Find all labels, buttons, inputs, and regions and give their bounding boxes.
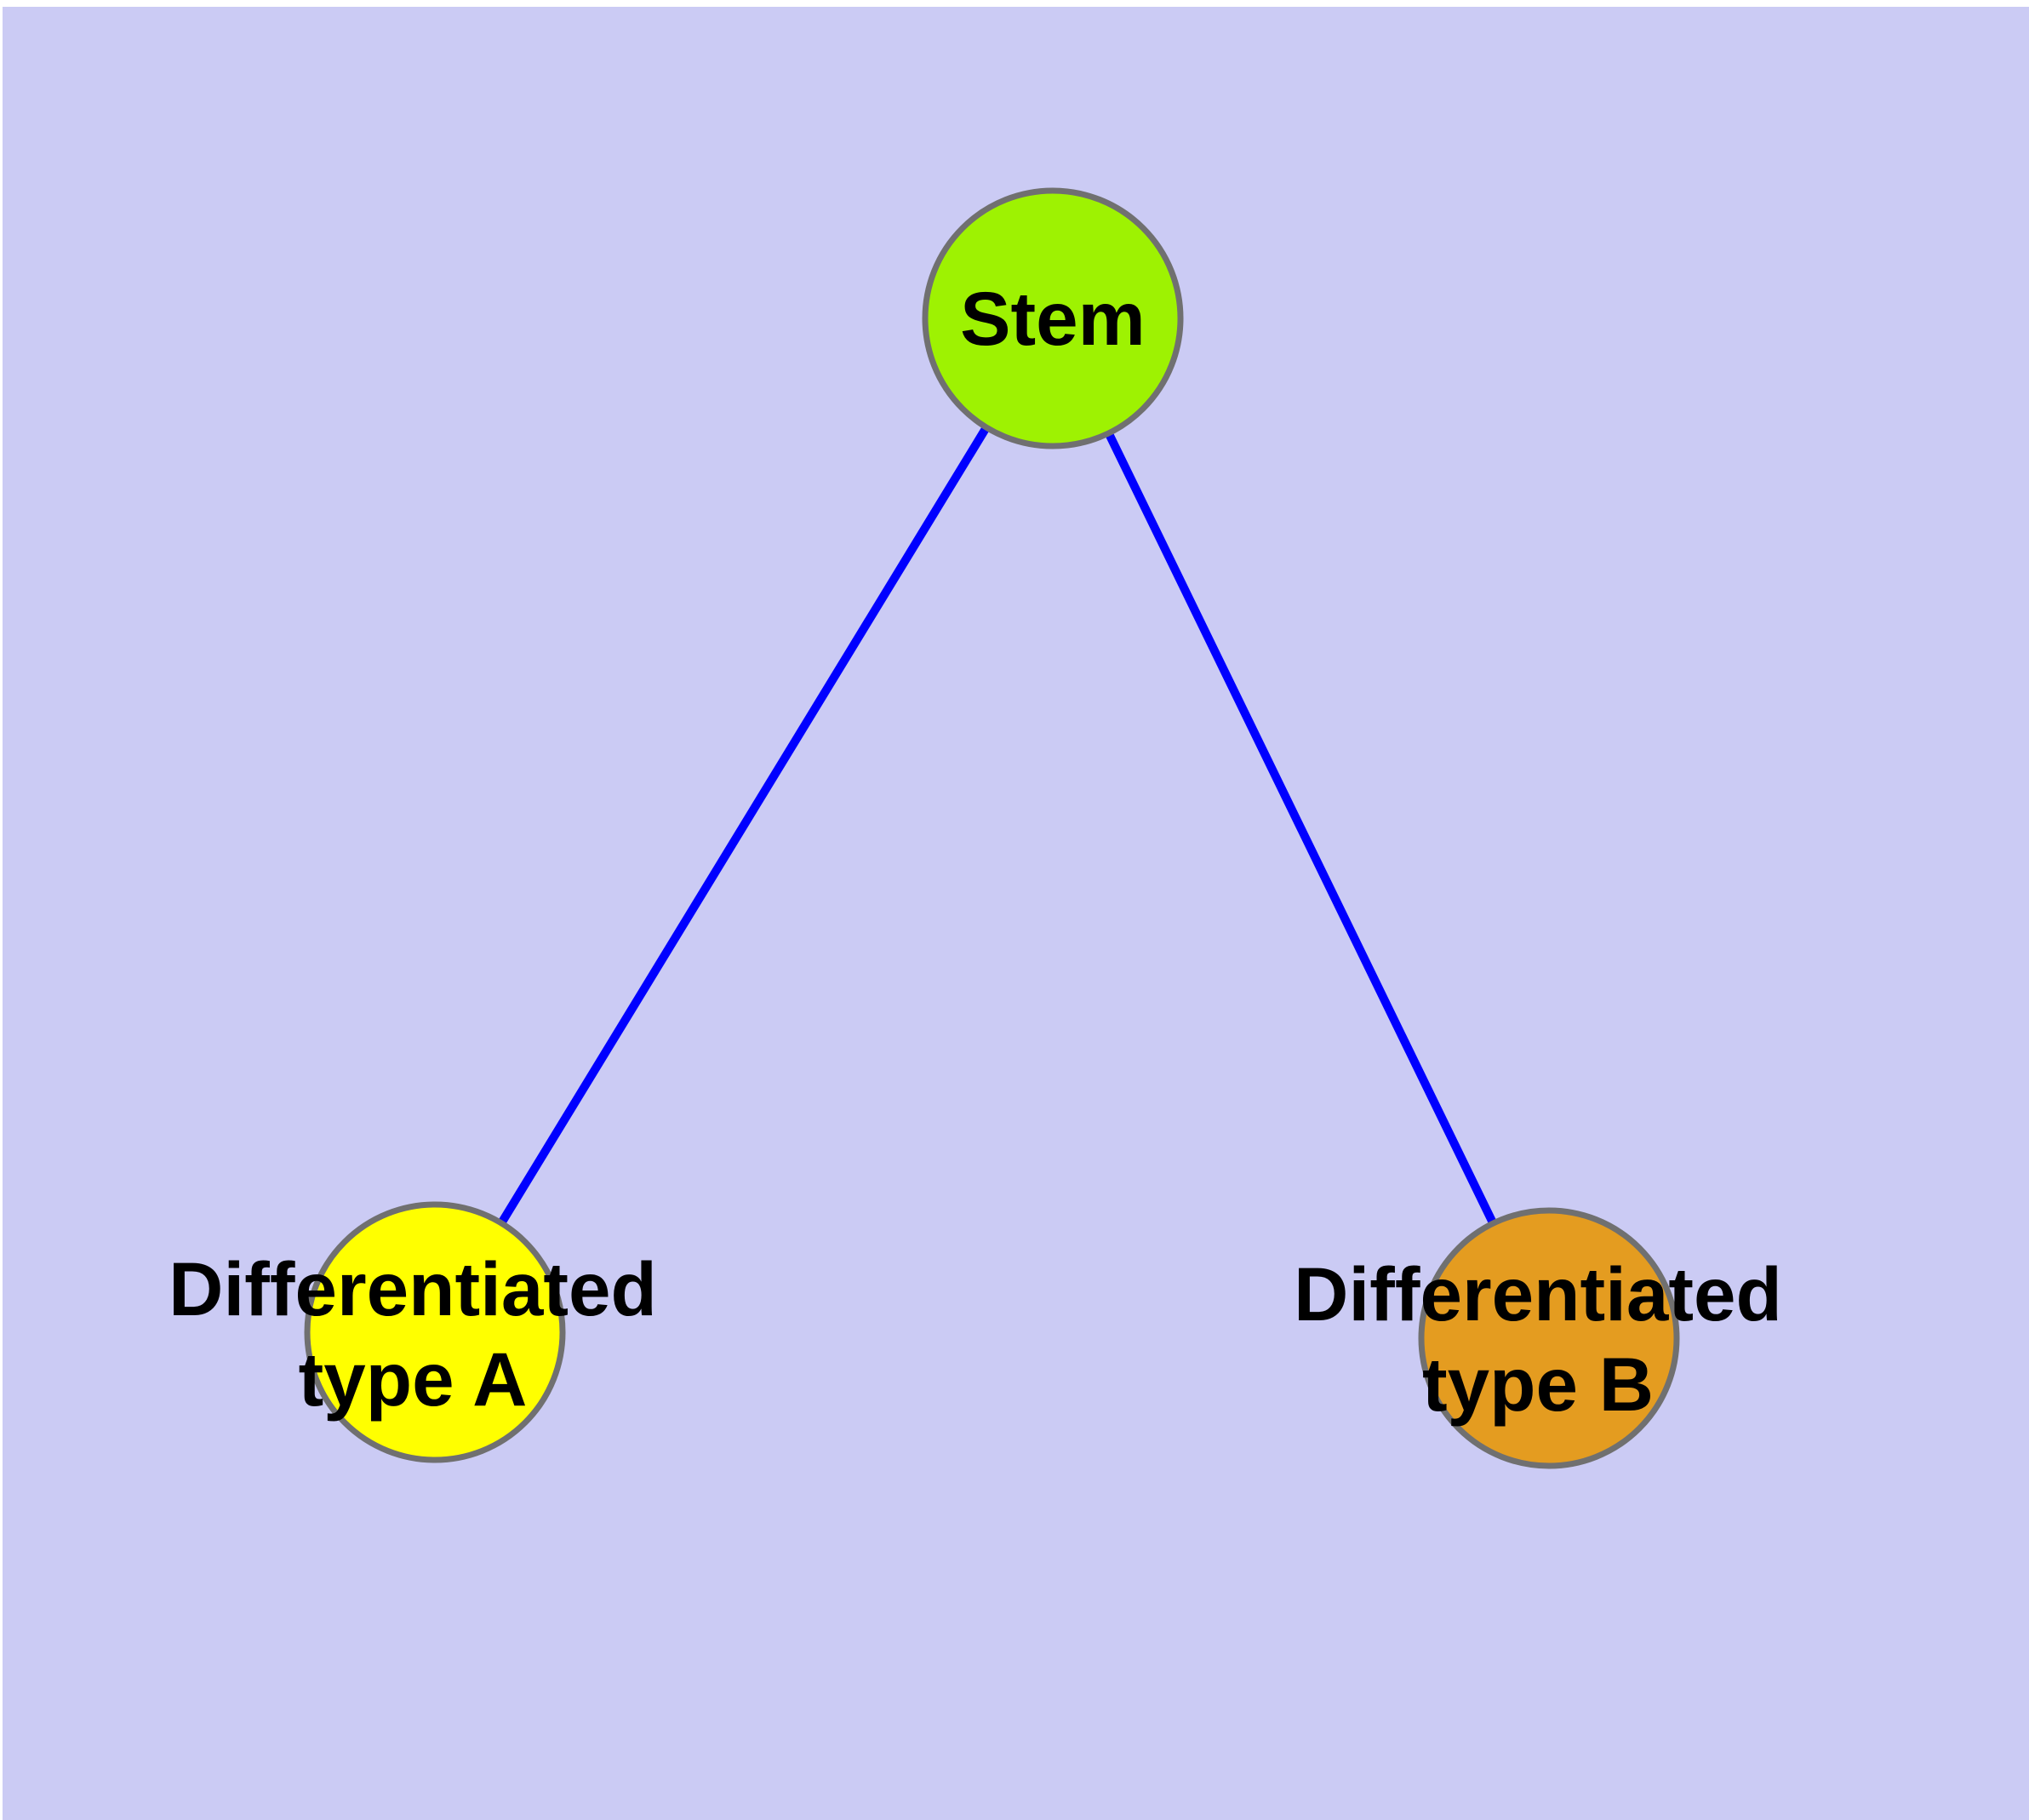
- edge-stem-to-type-a: [431, 316, 1057, 1335]
- type-a-label-line1: Differentiated: [169, 1246, 657, 1331]
- edge-stem-to-type-b: [1049, 316, 1553, 1341]
- type-b-label-line2: type B: [1421, 1342, 1654, 1427]
- node-type-a-label: Differentiated type A: [169, 1244, 657, 1424]
- node-stem-circle: [922, 187, 1184, 449]
- type-b-label-line1: Differentiated: [1294, 1251, 1782, 1336]
- node-type-b-circle: [1418, 1207, 1680, 1469]
- node-type-a-circle: [304, 1201, 566, 1463]
- type-a-label-line2: type A: [298, 1336, 528, 1422]
- node-stem-label: Stem: [960, 273, 1146, 363]
- stem-label-text: Stem: [960, 276, 1146, 361]
- node-type-b-label: Differentiated type B: [1294, 1249, 1782, 1429]
